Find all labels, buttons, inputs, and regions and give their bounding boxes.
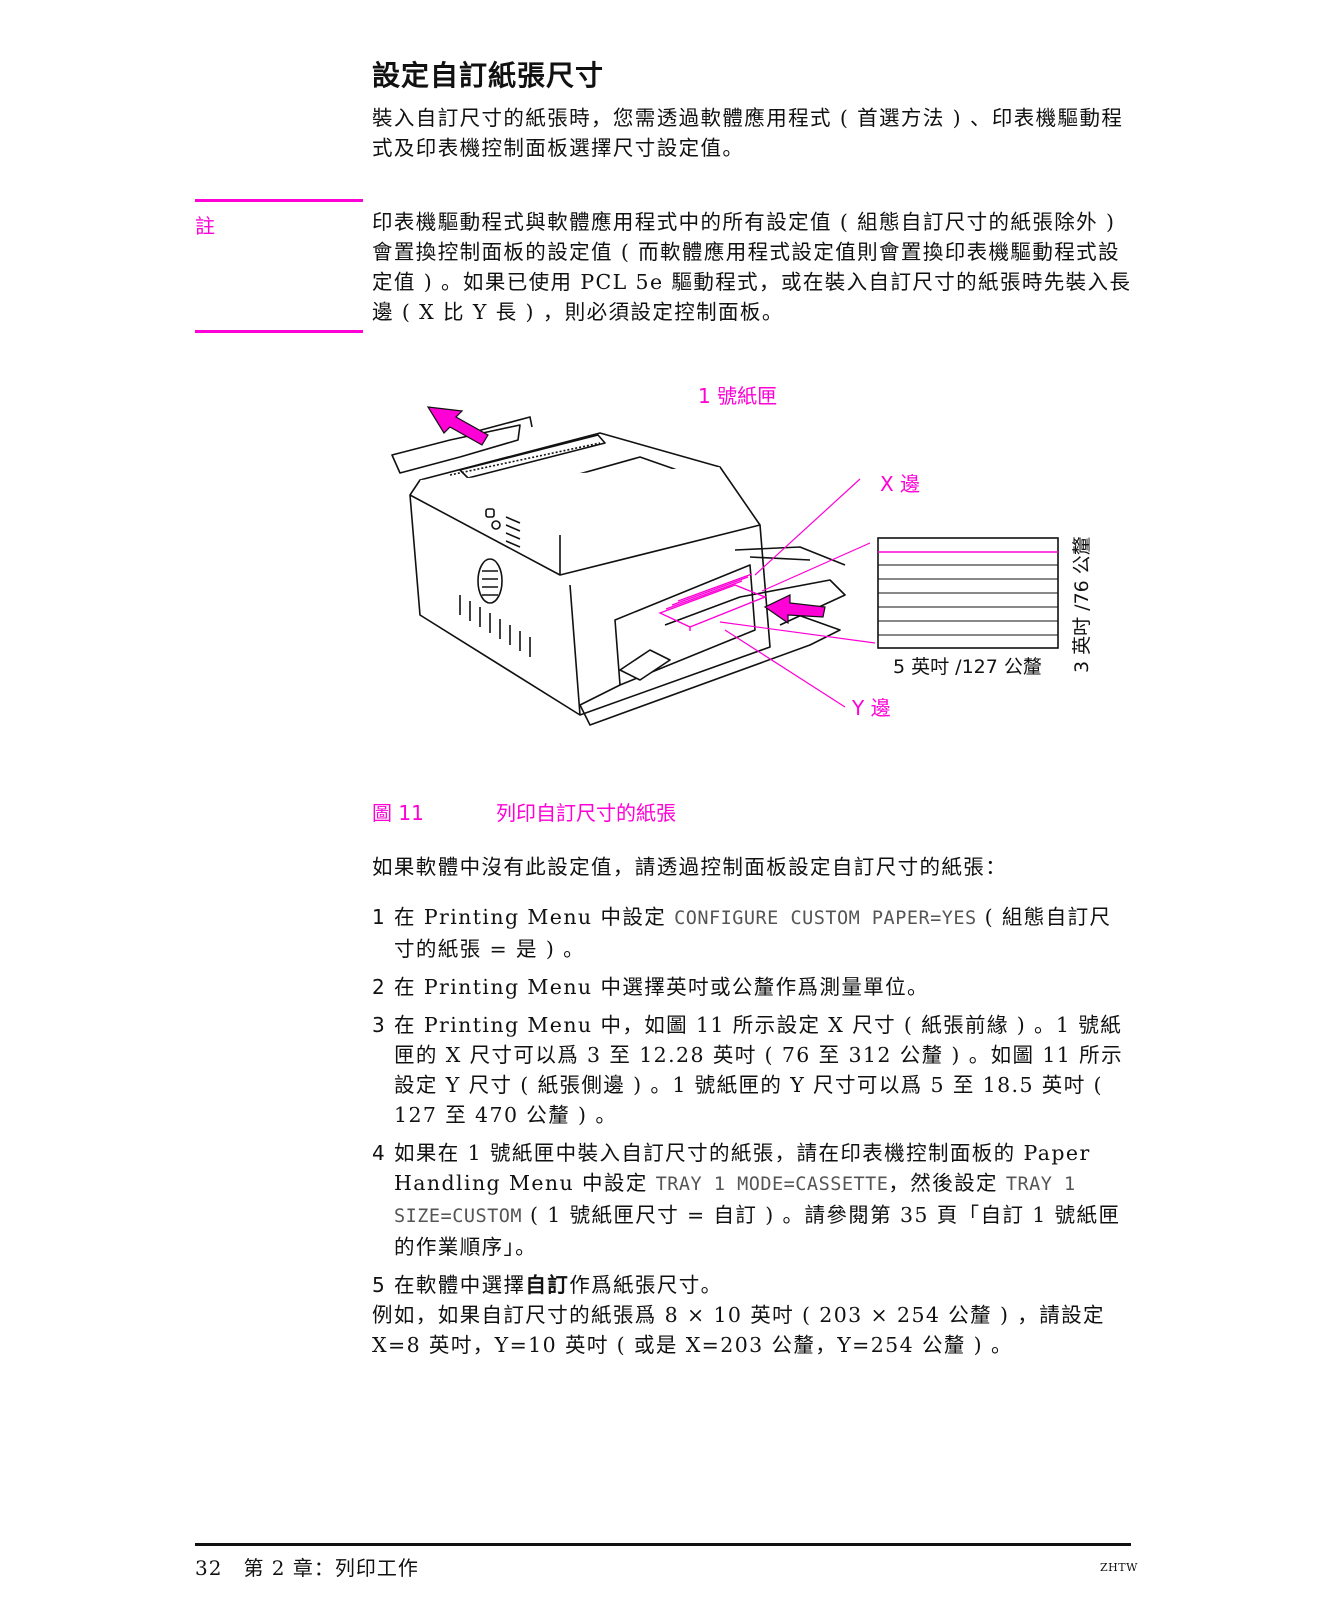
lead-sentence: 如果軟體中沒有此設定值，請透過控制面板設定自訂尺寸的紙張： (372, 855, 1008, 879)
list-item: 5 在軟體中選擇自訂作爲紙張尺寸。 (372, 1270, 1132, 1300)
step-number: 4 (372, 1141, 387, 1165)
step-text: 如果在 1 號紙匣中裝入自訂尺寸的紙張，請在印表機控制面板的 Paper Han… (394, 1141, 1091, 1195)
step-number: 3 (372, 1013, 387, 1037)
step-number: 2 (372, 975, 387, 999)
step-number: 1 (372, 905, 387, 929)
list-item: 4 如果在 1 號紙匣中裝入自訂尺寸的紙張，請在印表機控制面板的 Paper H… (372, 1138, 1132, 1262)
output-arrow (426, 406, 489, 446)
figure-caption-title: 列印自訂尺寸的紙張 (496, 801, 676, 825)
step-number: 5 (372, 1273, 387, 1297)
callout-tray-1: 1 號紙匣 (698, 385, 777, 408)
intro-paragraph: 裝入自訂尺寸的紙張時，您需透過軟體應用程式 ( 首選方法 ) 、印表機驅動程式及… (372, 106, 1124, 160)
step-bold-term: 自訂 (525, 1273, 570, 1297)
step-text: 在 Printing Menu 中，如圖 11 所示設定 X 尺寸 ( 紙張前緣… (394, 1013, 1123, 1127)
note-rule-bottom (195, 330, 363, 333)
insert-arrow (763, 594, 826, 625)
width-dimension: 5 英吋 /127 公釐 (893, 656, 1042, 678)
printer-illustration (391, 416, 846, 726)
step-text: ( 1 號紙匣尺寸 = 自訂 ) 。請參閱第 35 頁「自訂 1 號紙匣的作業順… (394, 1203, 1121, 1259)
step-text: 在 Printing Menu 中選擇英吋或公釐作爲測量單位。 (394, 975, 929, 999)
height-dimension: 3 英吋 /76 公釐 (1071, 536, 1093, 673)
note-rule-top (195, 199, 363, 202)
note-label: 註 (195, 214, 215, 238)
note-text: 印表機驅動程式與軟體應用程式中的所有設定值 ( 組態自訂尺寸的紙張除外 ) 會置… (372, 210, 1132, 324)
y-edge-leader-2 (724, 629, 846, 708)
figure-caption-number: 圖 11 (372, 801, 424, 825)
step-code: TRAY 1 MODE=CASSETTE (655, 1174, 889, 1195)
step-text: 作爲紙張尺寸。 (569, 1273, 723, 1297)
callout-x-edge: X 邊 (880, 472, 920, 496)
step-text: ，然後設定 (888, 1171, 1006, 1195)
list-item: 1 在 Printing Menu 中設定 CONFIGURE CUSTOM P… (372, 902, 1132, 964)
printer-figure: 1 號紙匣 X 邊 Y 邊 5 英吋 /127 公釐 3 英吋 /76 公釐 (391, 385, 1093, 726)
step-text: ( 組態自訂尺寸的紙張 = 是 ) 。 (394, 905, 1112, 961)
paper-stack (658, 573, 767, 631)
y-edge-leader (719, 621, 876, 644)
section-title: 設定自訂紙張尺寸 (372, 59, 605, 92)
list-item: 2 在 Printing Menu 中選擇英吋或公釐作爲測量單位。 (372, 972, 1132, 1002)
step-text: 在軟體中選擇 (394, 1273, 526, 1297)
step-code: CONFIGURE CUSTOM PAPER=YES (674, 908, 977, 929)
step-code: TRAY 1 SIZE=CUSTOM (394, 1174, 1076, 1227)
step-text: 在 Printing Menu 中設定 (394, 905, 675, 929)
example-paragraph: 例如，如果自訂尺寸的紙張爲 8 × 10 英吋 ( 203 × 254 公釐 )… (372, 1303, 1105, 1357)
list-item: 3 在 Printing Menu 中，如圖 11 所示設定 X 尺寸 ( 紙張… (372, 1010, 1132, 1130)
x-edge-leader (754, 478, 861, 576)
steps-list: 1 在 Printing Menu 中設定 CONFIGURE CUSTOM P… (372, 902, 1132, 1308)
paper-diagram (877, 537, 1059, 649)
callout-y-edge: Y 邊 (851, 696, 891, 720)
footer-language-code: ZHTW (1100, 1561, 1138, 1574)
footer-page-chapter: 32 第 2 章：列印工作 (195, 1556, 419, 1580)
footer-rule (195, 1543, 1131, 1546)
x-edge-leader-2 (761, 542, 871, 592)
